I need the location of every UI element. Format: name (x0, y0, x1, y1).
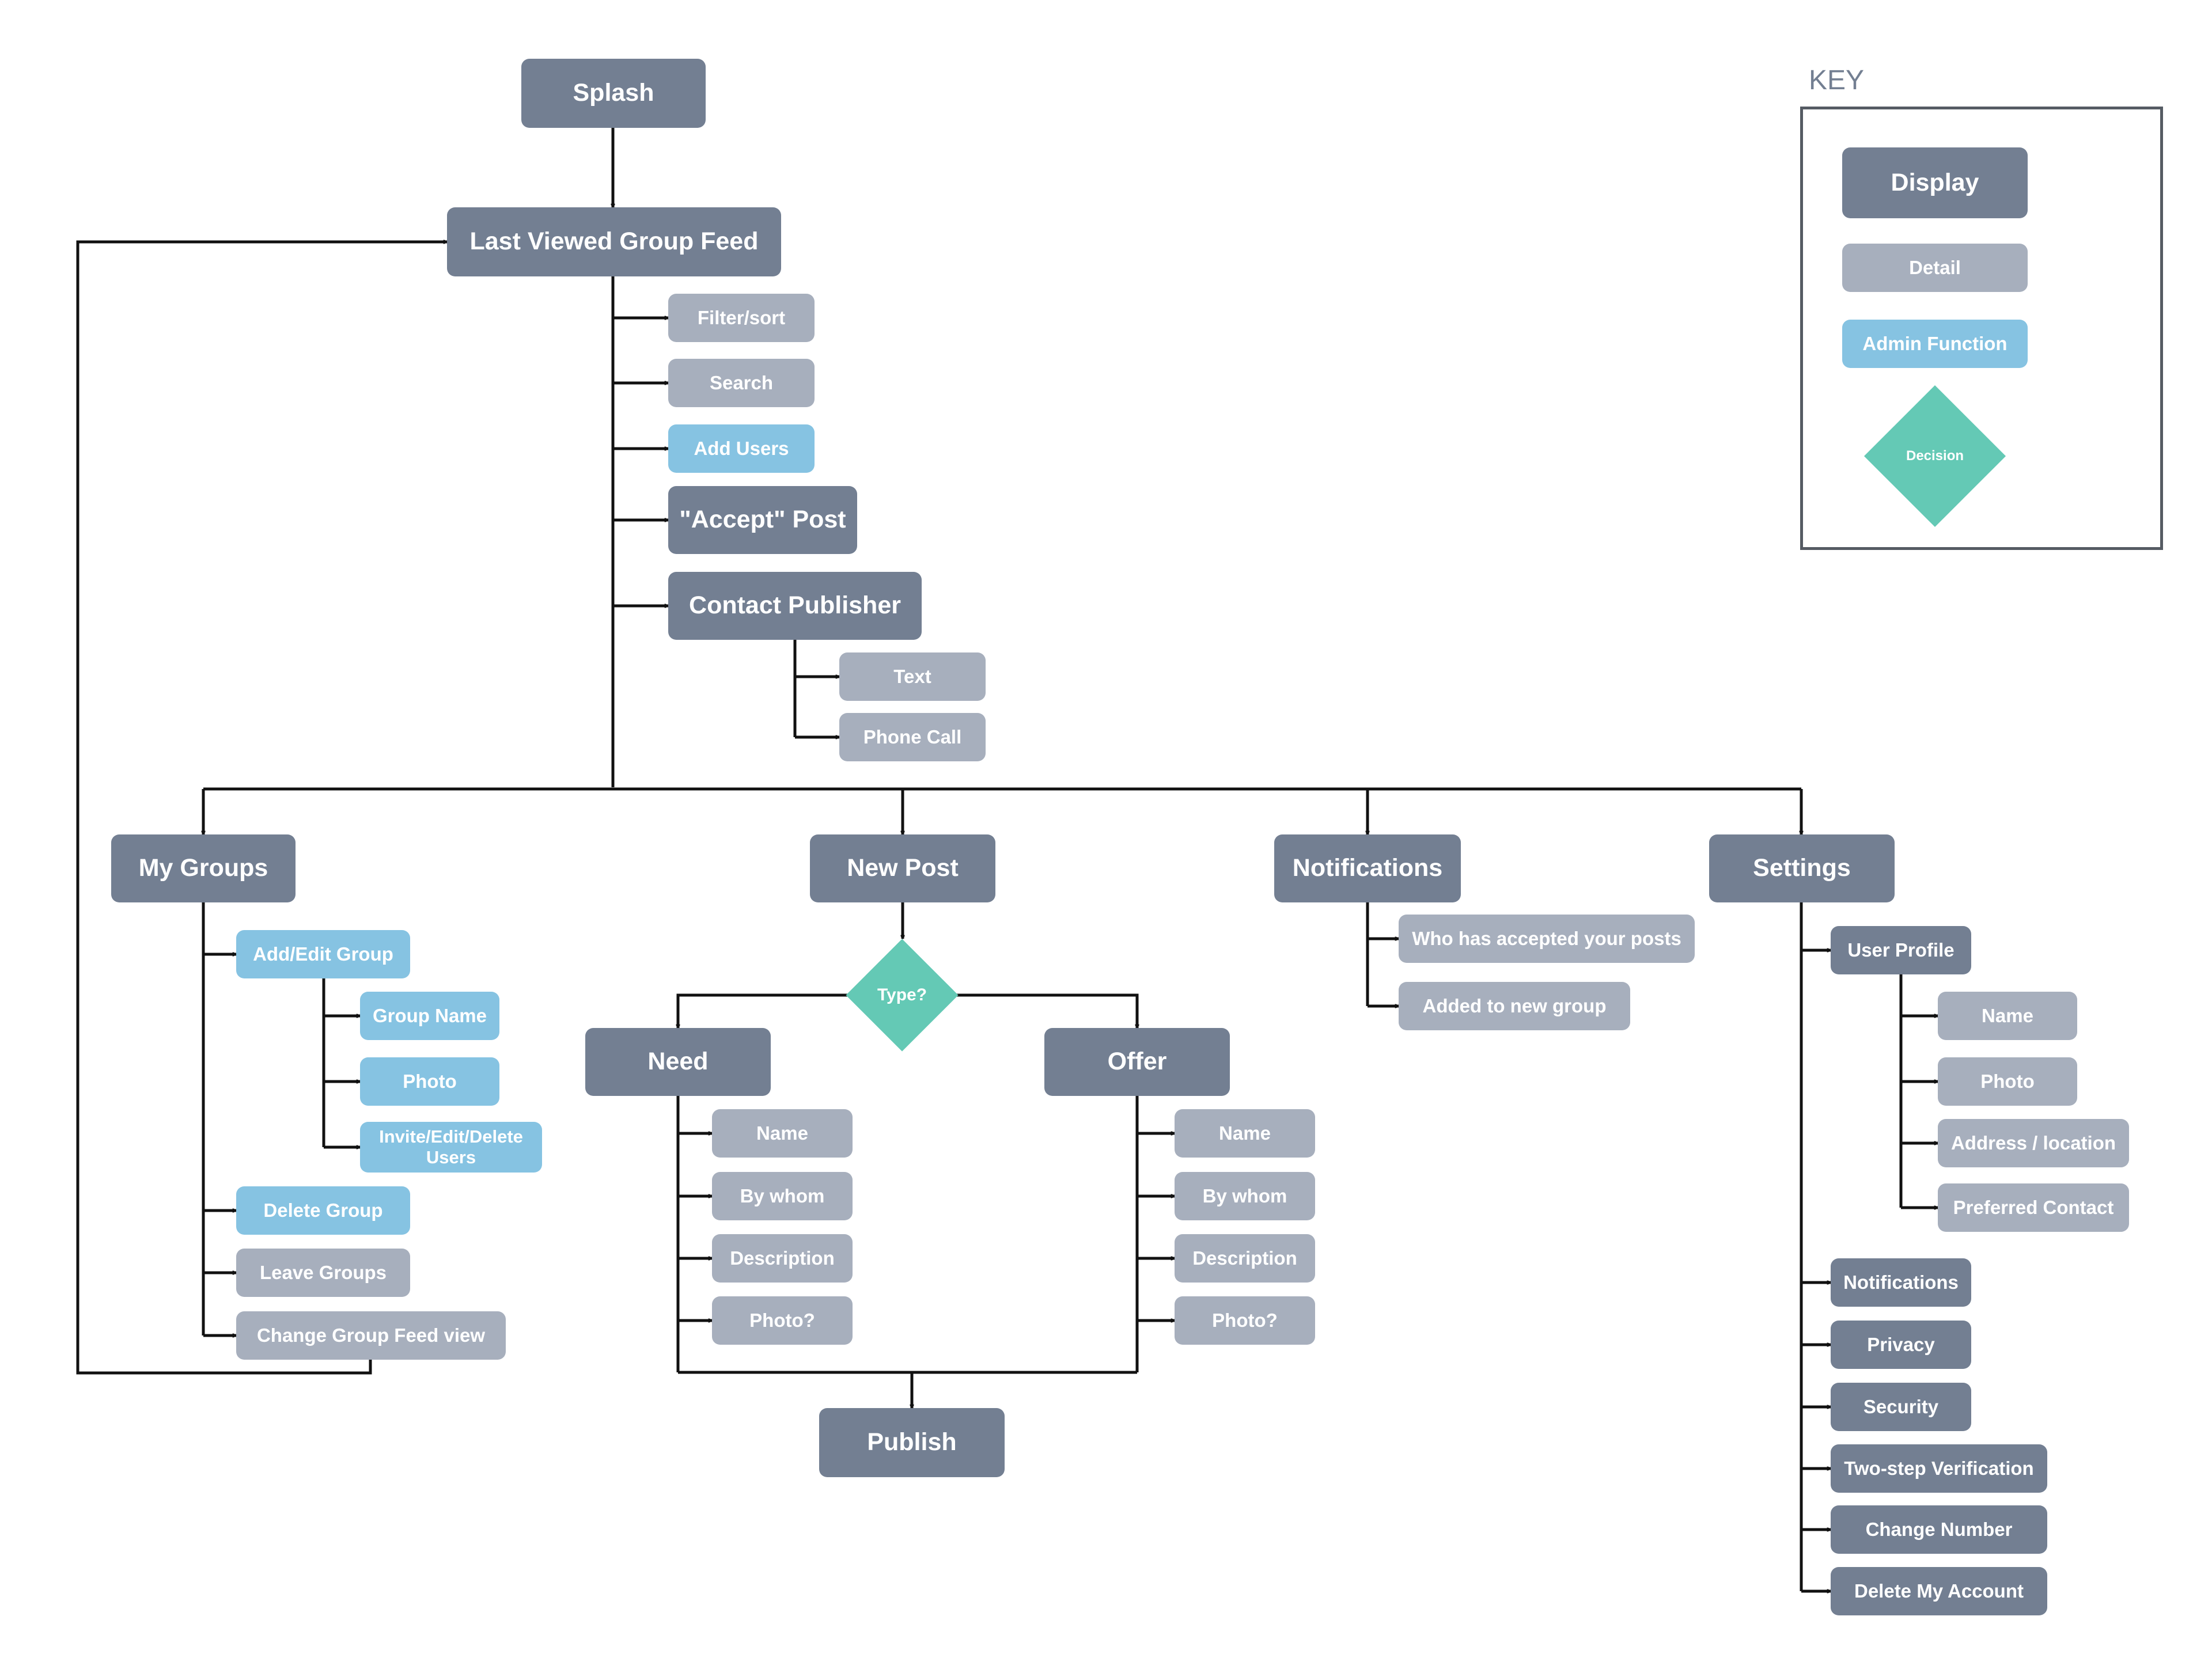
node-leave-groups: Leave Groups (236, 1249, 410, 1297)
conn-loop-back (76, 242, 447, 1375)
node-security: Security (1831, 1383, 1971, 1431)
node-publish: Publish (819, 1408, 1005, 1477)
node-contact-publisher: Contact Publisher (668, 572, 922, 640)
node-phone-call: Phone Call (839, 713, 986, 761)
node-offer-description: Description (1175, 1234, 1315, 1283)
node-delete-group: Delete Group (236, 1186, 410, 1235)
node-two-step-verification: Two-step Verification (1831, 1444, 2047, 1493)
node-last-viewed-group-feed: Last Viewed Group Feed (447, 207, 781, 276)
node-offer: Offer (1044, 1028, 1230, 1096)
node-filter-sort: Filter/sort (668, 294, 815, 342)
key-decision: Decision (1863, 385, 2006, 528)
node-need-description: Description (712, 1234, 853, 1283)
node-new-post: New Post (810, 834, 995, 902)
node-need-name: Name (712, 1109, 853, 1158)
node-invite-edit-delete-users: Invite/Edit/Delete Users (360, 1122, 542, 1173)
node-change-group-feed-view: Change Group Feed view (236, 1311, 506, 1360)
node-delete-my-account: Delete My Account (1831, 1567, 2047, 1615)
node-search: Search (668, 359, 815, 407)
node-settings: Settings (1709, 834, 1895, 902)
node-accept-post: "Accept" Post (668, 486, 857, 554)
node-privacy: Privacy (1831, 1321, 1971, 1369)
conn-type-offer (957, 993, 1137, 1028)
node-type-decision: Type? (846, 939, 959, 1052)
node-change-number: Change Number (1831, 1505, 2047, 1554)
node-preferred-contact: Preferred Contact (1938, 1183, 2129, 1232)
node-offer-name: Name (1175, 1109, 1315, 1158)
node-splash: Splash (521, 59, 706, 128)
node-who-accepted-posts: Who has accepted your posts (1399, 915, 1695, 963)
node-added-to-new-group: Added to new group (1399, 982, 1630, 1030)
key-admin-function: Admin Function (1842, 320, 2028, 368)
key-detail: Detail (1842, 244, 2028, 292)
node-notifications: Notifications (1274, 834, 1461, 902)
key-title: KEY (1809, 65, 1865, 96)
node-add-edit-group: Add/Edit Group (236, 930, 410, 978)
node-offer-by-whom: By whom (1175, 1172, 1315, 1220)
node-group-photo: Photo (360, 1057, 499, 1106)
node-profile-name: Name (1938, 992, 2077, 1040)
node-user-profile: User Profile (1831, 926, 1971, 974)
node-text: Text (839, 652, 986, 701)
key-display: Display (1842, 147, 2028, 218)
node-offer-photo: Photo? (1175, 1296, 1315, 1345)
node-group-name: Group Name (360, 992, 499, 1040)
node-need-by-whom: By whom (712, 1172, 853, 1220)
node-profile-photo: Photo (1938, 1057, 2077, 1106)
node-need: Need (585, 1028, 771, 1096)
node-need-photo: Photo? (712, 1296, 853, 1345)
node-add-users: Add Users (668, 424, 815, 473)
node-address-location: Address / location (1938, 1119, 2129, 1167)
conn-type-need (678, 993, 849, 1028)
node-my-groups: My Groups (111, 834, 296, 902)
node-settings-notifications: Notifications (1831, 1258, 1971, 1307)
key-frame (1800, 107, 2163, 550)
